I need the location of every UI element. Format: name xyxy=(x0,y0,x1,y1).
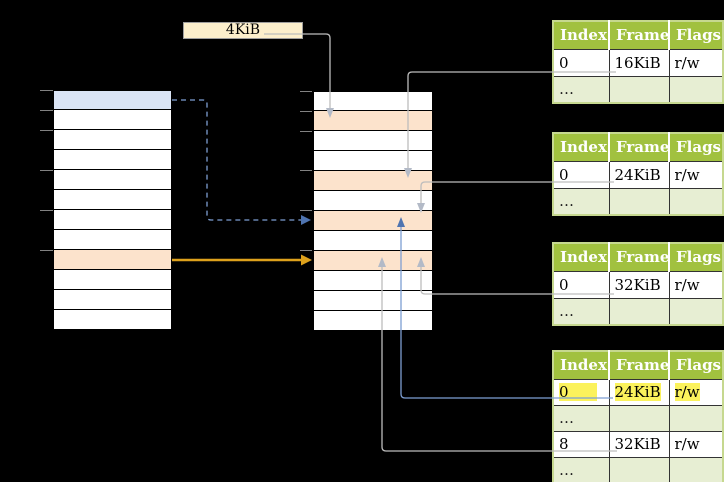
memory-cell-4 xyxy=(53,170,172,190)
column-header-index: Index xyxy=(553,243,609,272)
tick-mark xyxy=(40,90,53,91)
column-header-flags: Flags xyxy=(668,243,723,272)
cell-index: 0 xyxy=(552,160,610,189)
memory-cell-5 xyxy=(313,191,433,211)
tick-mark xyxy=(40,110,53,111)
cell-flags: r/w xyxy=(668,270,724,299)
cell-empty xyxy=(668,297,724,326)
memory-cell-11 xyxy=(313,311,433,331)
cell-index: 8 xyxy=(552,430,610,458)
memory-cell-7 xyxy=(313,231,433,251)
page-table-frame-24kib: Index Frame Flags 0 24KiB r/w … xyxy=(552,132,724,216)
memory-cell-2 xyxy=(313,131,433,151)
cell-index: 0 xyxy=(552,270,610,299)
cell-frame: 16KiB xyxy=(608,48,670,77)
cell-frame: 24KiB xyxy=(608,160,670,189)
memory-cell-1 xyxy=(313,111,433,131)
arrowhead-right-icon xyxy=(301,215,311,225)
cell-empty xyxy=(608,75,670,104)
tick-mark xyxy=(300,111,312,112)
cell-empty xyxy=(608,456,670,482)
memory-cell-6 xyxy=(313,211,433,231)
cell-frame: 32KiB xyxy=(608,270,670,299)
tick-mark xyxy=(300,131,312,132)
memory-cell-8 xyxy=(313,251,433,271)
memory-cell-4 xyxy=(313,171,433,191)
cell-flags: r/w xyxy=(668,430,724,458)
column-header-frame: Frame xyxy=(608,21,669,50)
column-header-frame: Frame xyxy=(608,133,669,162)
column-header-index: Index xyxy=(553,133,609,162)
cell-frame-highlighted: 24KiB xyxy=(608,378,670,406)
column-header-flags: Flags xyxy=(668,351,723,380)
cell-index: 0 xyxy=(552,48,610,77)
cell-empty xyxy=(668,404,724,432)
memory-cell-9 xyxy=(313,271,433,291)
cell-ellipsis: … xyxy=(552,75,610,104)
tick-mark xyxy=(40,130,53,131)
page-table-level2: Index Frame Flags 0 24KiB r/w … 8 32KiB … xyxy=(552,350,724,482)
memory-cell-6 xyxy=(53,210,172,230)
tick-mark xyxy=(40,250,53,251)
cell-flags: r/w xyxy=(668,48,724,77)
tick-mark xyxy=(40,210,53,211)
memory-cell-0 xyxy=(313,91,433,111)
memory-cell-5 xyxy=(53,190,172,210)
column-header-index: Index xyxy=(553,21,609,50)
memory-cell-11 xyxy=(53,310,172,330)
memory-cell-10 xyxy=(313,291,433,311)
memory-cell-3 xyxy=(53,150,172,170)
column-header-index: Index xyxy=(553,351,609,380)
tick-mark xyxy=(300,250,312,251)
column-header-frame: Frame xyxy=(608,351,669,380)
cell-ellipsis: … xyxy=(552,297,610,326)
cell-flags-highlighted: r/w xyxy=(668,378,724,406)
arrowhead-right-icon xyxy=(301,254,312,266)
cell-empty xyxy=(608,404,670,432)
memory-cell-9 xyxy=(53,270,172,290)
cell-empty xyxy=(608,187,670,216)
cell-ellipsis: … xyxy=(552,404,610,432)
tick-mark xyxy=(300,170,312,171)
memory-cell-10 xyxy=(53,290,172,310)
memory-cell-0 xyxy=(53,90,172,110)
memory-cell-7 xyxy=(53,230,172,250)
physical-memory-column xyxy=(313,91,433,331)
cell-empty xyxy=(668,187,724,216)
memory-cell-1 xyxy=(53,110,172,130)
cell-empty xyxy=(668,456,724,482)
column-header-frame: Frame xyxy=(608,243,669,272)
cell-frame: 32KiB xyxy=(608,430,670,458)
tick-mark xyxy=(300,91,312,92)
cell-empty xyxy=(668,75,724,104)
cell-empty xyxy=(608,297,670,326)
column-header-flags: Flags xyxy=(668,133,723,162)
tick-mark xyxy=(40,170,53,171)
column-header-flags: Flags xyxy=(668,21,723,50)
memory-cell-3 xyxy=(313,151,433,171)
page-table-frame-32kib: Index Frame Flags 0 32KiB r/w … xyxy=(552,242,724,326)
cell-index-highlighted: 0 xyxy=(552,378,610,406)
memory-cell-8 xyxy=(53,250,172,270)
virtual-memory-column xyxy=(53,90,172,330)
memory-cell-2 xyxy=(53,130,172,150)
tick-mark xyxy=(300,210,312,211)
page-table-frame-16kib: Index Frame Flags 0 16KiB r/w … xyxy=(552,20,724,104)
cell-flags: r/w xyxy=(668,160,724,189)
page-size-label: 4KiB xyxy=(183,22,303,39)
cell-ellipsis: … xyxy=(552,456,610,482)
cell-ellipsis: … xyxy=(552,187,610,216)
arrow-virtual-page-translation xyxy=(172,99,301,221)
